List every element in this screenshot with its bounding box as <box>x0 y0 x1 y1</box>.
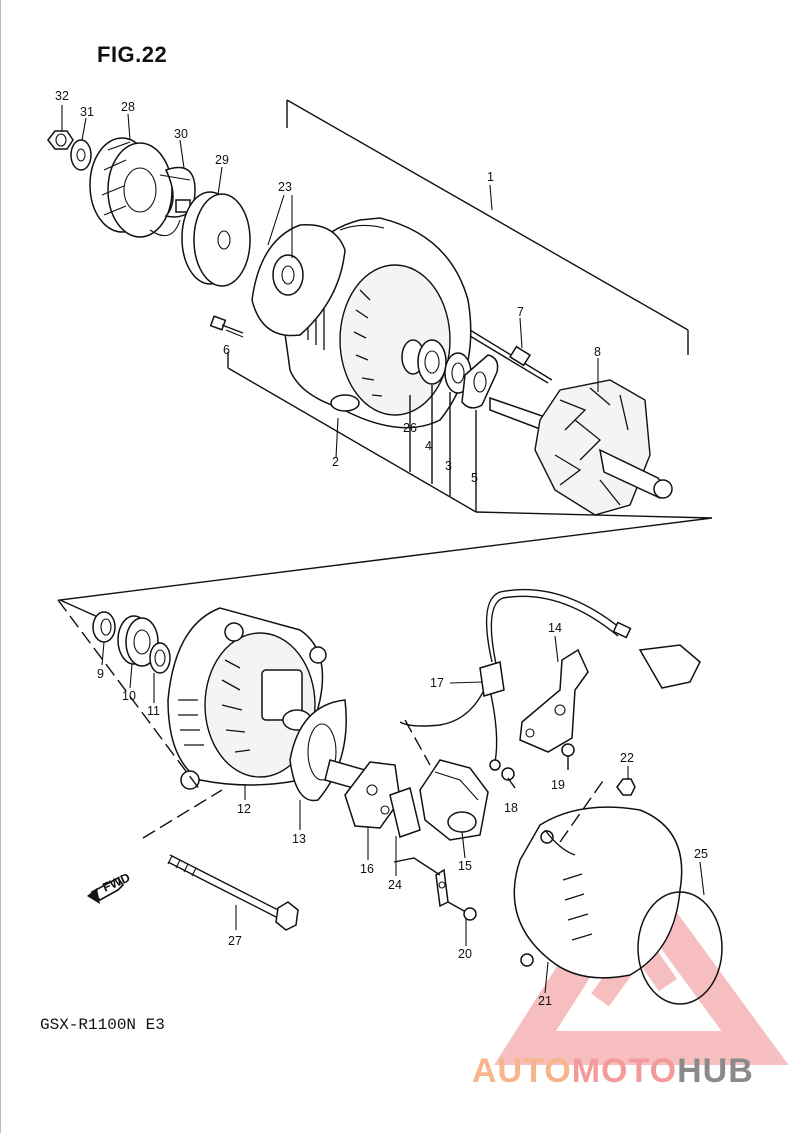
screw-19 <box>561 743 575 770</box>
through-bolt-27 <box>167 854 299 931</box>
rear-housing-12 <box>167 607 327 790</box>
pulley-28 <box>89 137 173 238</box>
callout-14: 14 <box>548 621 562 635</box>
lead-wire-17 <box>399 588 701 771</box>
washer-9 <box>92 611 116 643</box>
watermark-brand-text: AUTOMOTOHUB <box>472 1052 754 1091</box>
washer-31 <box>70 139 92 171</box>
watermark-auto: AUTO <box>472 1052 572 1090</box>
watermark-hub: HUB <box>677 1052 754 1090</box>
callout-18: 18 <box>504 801 518 815</box>
callout-11: 11 <box>147 704 160 718</box>
gasket-25 <box>637 891 723 1005</box>
callout-9: 9 <box>97 667 104 681</box>
rotor-8 <box>489 379 673 516</box>
callout-10: 10 <box>122 689 136 703</box>
bolt-6 <box>209 315 244 338</box>
callout-15: 15 <box>458 859 472 873</box>
dashed-guide-d <box>559 777 606 843</box>
callout-2: 2 <box>332 455 339 469</box>
callout-16: 16 <box>360 862 374 876</box>
terminal-bracket <box>435 868 449 908</box>
nut-32 <box>47 130 74 150</box>
callout-labels: 32 31 28 30 29 23 1 7 8 6 26 4 3 5 2 9 1… <box>55 89 708 1008</box>
leader-bracket-24 <box>393 857 441 876</box>
callout-23: 23 <box>278 180 292 194</box>
callout-17: 17 <box>430 676 444 690</box>
nut-22 <box>616 778 636 796</box>
screw-18 <box>501 767 516 789</box>
brush-plate-14 <box>519 648 589 753</box>
bearing-4 <box>417 339 447 385</box>
callout-4: 4 <box>425 439 432 453</box>
callout-25: 25 <box>694 847 708 861</box>
callout-32: 32 <box>55 89 69 103</box>
screw-20 <box>447 901 477 921</box>
stud-bolt-7 <box>469 329 553 384</box>
callout-8: 8 <box>594 345 601 359</box>
dashed-guide-b <box>142 789 223 839</box>
callout-29: 29 <box>215 153 229 167</box>
callout-5: 5 <box>471 471 478 485</box>
model-code: GSX-R1100N E3 <box>40 1016 165 1034</box>
callout-20: 20 <box>458 947 472 961</box>
callout-13: 13 <box>292 832 306 846</box>
watermark-moto: MOTO <box>571 1052 678 1090</box>
insulator-24 <box>389 787 421 838</box>
dashed-guide-c <box>404 719 431 766</box>
callout-3: 3 <box>445 459 452 473</box>
leader-lines <box>61 105 705 994</box>
callout-27: 27 <box>228 934 242 948</box>
rear-cover-21 <box>513 806 683 979</box>
callout-21: 21 <box>538 994 552 1008</box>
callout-24: 24 <box>388 878 402 892</box>
spacer-29 <box>181 191 251 287</box>
cover-plate-23 <box>251 223 346 337</box>
assembly-bracket-top <box>286 99 689 331</box>
callout-19: 19 <box>551 778 565 792</box>
callout-28: 28 <box>121 100 135 114</box>
fwd-arrow-icon: FWD <box>87 870 132 904</box>
callout-31: 31 <box>80 105 94 119</box>
oil-seal-11 <box>149 642 171 674</box>
callout-22: 22 <box>620 751 634 765</box>
callout-1: 1 <box>487 170 494 184</box>
callout-30: 30 <box>174 127 188 141</box>
figure-title: FIG.22 <box>97 42 168 67</box>
assembly-link-line <box>57 511 713 619</box>
leader-bracket-bottom <box>227 367 477 513</box>
regulator-15 <box>419 759 489 841</box>
callout-7: 7 <box>517 305 524 319</box>
callout-12: 12 <box>237 802 251 816</box>
retainer-5 <box>461 354 499 409</box>
callout-26: 26 <box>403 421 417 435</box>
callout-6: 6 <box>223 343 230 357</box>
